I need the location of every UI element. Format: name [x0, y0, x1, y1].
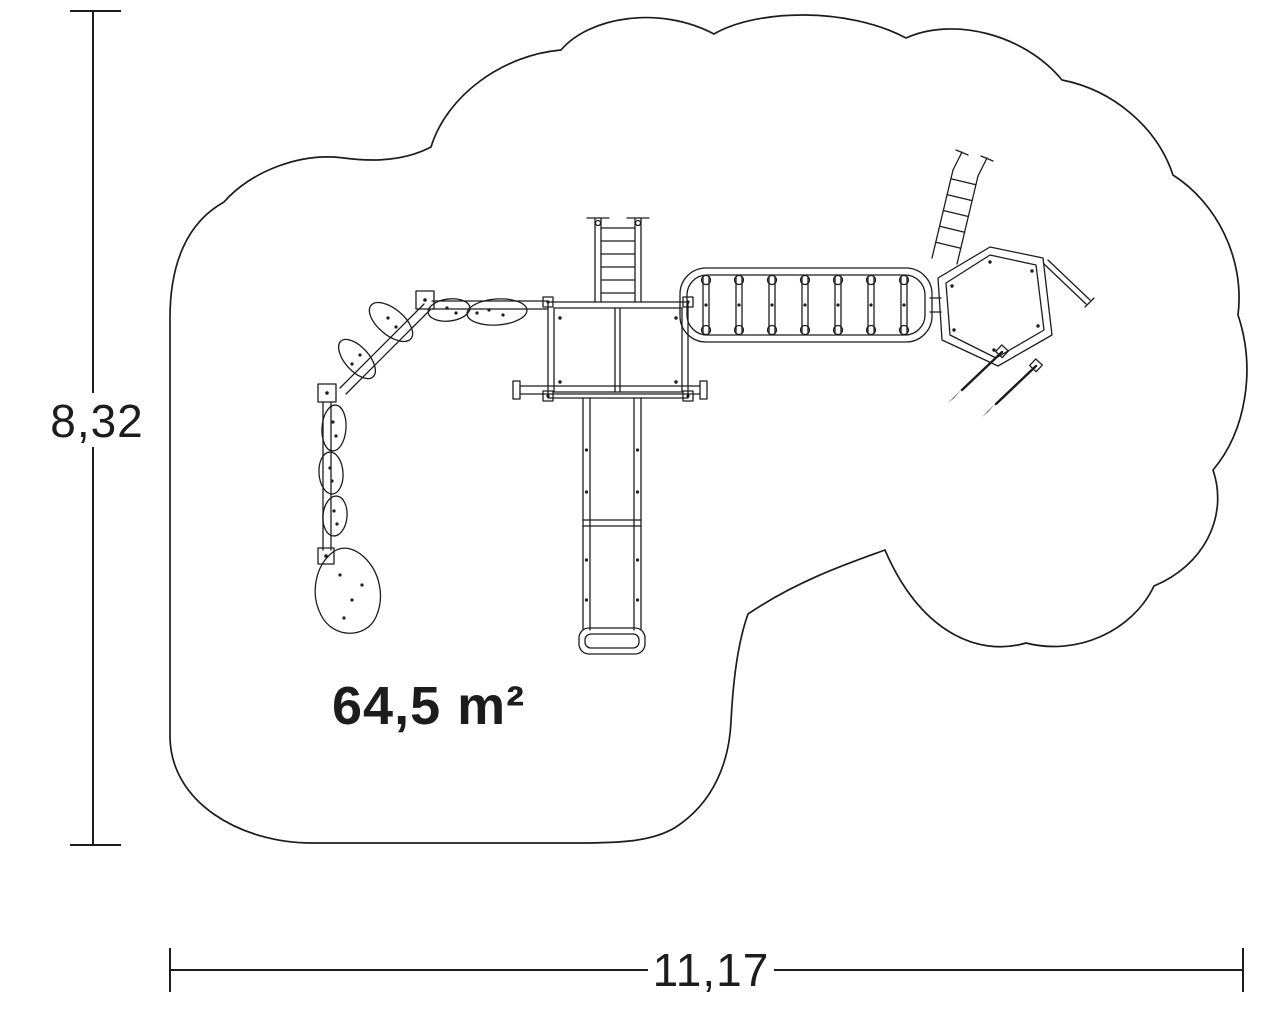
height-dimension-label: 8,32	[50, 395, 144, 447]
angled-ladder	[931, 149, 994, 265]
height-dimension: 8,32	[50, 10, 144, 846]
area-label: 64,5 m²	[332, 676, 525, 736]
net-bridge	[679, 267, 942, 343]
width-dimension-label: 11,17	[653, 944, 770, 996]
top-ladder	[586, 217, 650, 303]
right-platform	[937, 246, 1053, 367]
central-tower-platform	[512, 296, 708, 402]
width-dimension: 11,17	[169, 944, 1244, 996]
safety-area-outline	[169, 14, 1248, 844]
climbing-wall-chain	[314, 290, 549, 634]
handrail-bar	[1043, 259, 1095, 308]
slide	[578, 397, 646, 655]
exit-arrows	[948, 344, 1043, 417]
